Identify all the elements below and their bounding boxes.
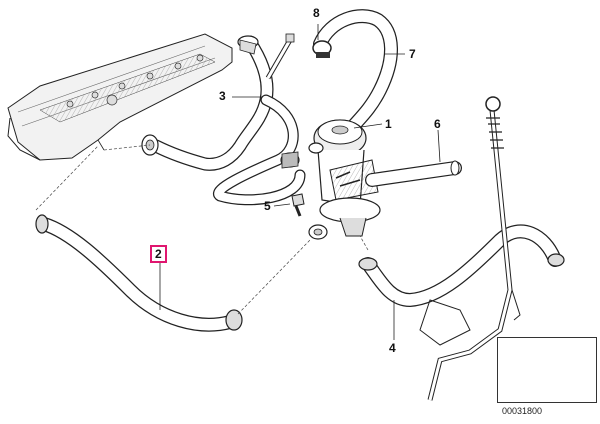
hose-4 — [358, 224, 565, 308]
vehicle-location-inset — [497, 337, 597, 403]
oil-separator-valve-1 — [308, 119, 381, 237]
hose-3-loop — [212, 94, 306, 206]
leader-lines — [159, 24, 441, 340]
dashed-guides — [35, 144, 369, 315]
callout-1: 1 — [385, 117, 392, 131]
callout-7: 7 — [409, 47, 416, 61]
callout-4: 4 — [389, 341, 396, 355]
callout-2-highlighted: 2 — [150, 245, 167, 263]
hose-clamp-8 — [312, 40, 332, 58]
bolt-5 — [291, 193, 305, 217]
callout-8: 8 — [313, 6, 320, 20]
callout-3: 3 — [219, 89, 226, 103]
valve-cover — [7, 33, 233, 161]
small-tube — [265, 33, 295, 80]
reference-number: 00031800 — [502, 406, 543, 416]
callout-6: 6 — [434, 117, 441, 131]
dipstick-tube — [419, 96, 521, 401]
connector — [308, 224, 328, 240]
hose-7 — [313, 9, 398, 137]
callout-5: 5 — [264, 199, 271, 213]
hose-3 — [141, 35, 274, 171]
hose-2 — [35, 214, 243, 332]
pipe-6 — [365, 160, 462, 187]
